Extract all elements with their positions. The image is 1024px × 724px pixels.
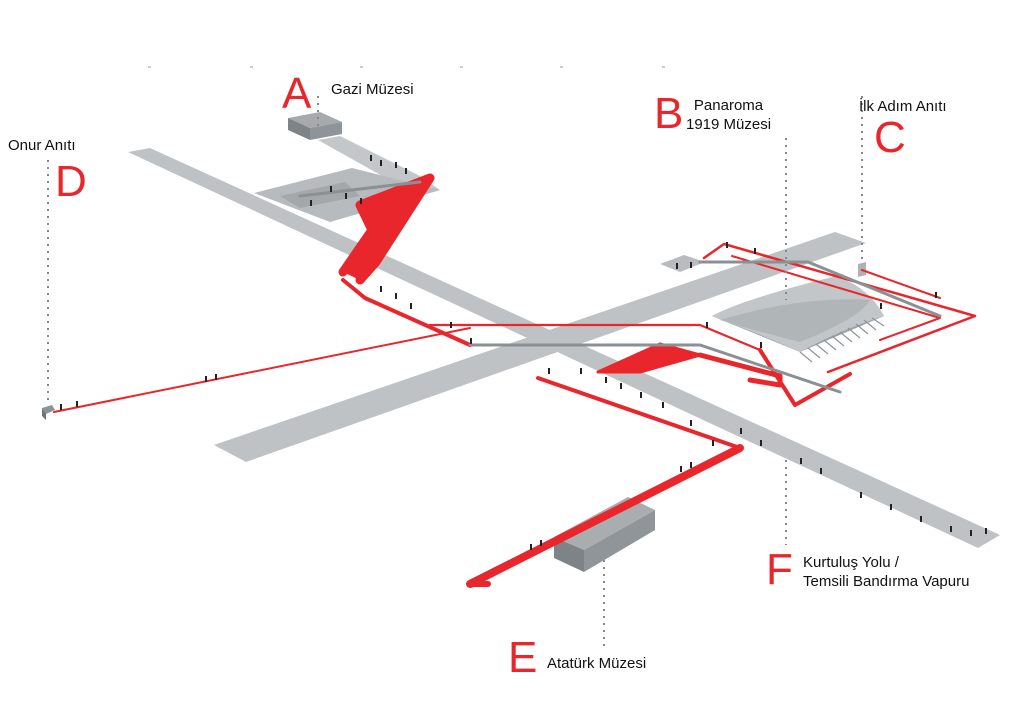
diagonal-walkway-sw-ne xyxy=(214,232,866,462)
route-gazi-down xyxy=(341,278,472,347)
onur-aniti-marker xyxy=(42,405,55,420)
leader-lines xyxy=(47,96,863,650)
walkway-platforms xyxy=(128,148,1000,548)
label-letter-d: D xyxy=(55,157,87,206)
panorama-dome-shade xyxy=(720,299,870,342)
label-letter-e: E xyxy=(508,633,538,682)
top-marks xyxy=(148,66,665,68)
label-letter-f: F xyxy=(766,545,793,594)
route-main-se xyxy=(536,376,742,450)
label-gazi-muzesi: Gazi Müzesi xyxy=(331,80,414,99)
secondary-paths xyxy=(298,180,942,394)
label-line: Gazi Müzesi xyxy=(331,81,414,98)
label-panorama-1919: Panaroma 1919 Müzesi xyxy=(686,96,771,134)
route-center-panorama xyxy=(428,323,762,352)
label-line: Kurtuluş Yolu / xyxy=(803,554,899,571)
panorama-ribs xyxy=(799,317,885,363)
label-kurtulus-yolu: Kurtuluş Yolu / Temsili Bandırma Vapuru xyxy=(803,553,969,591)
ataturk-building-front xyxy=(554,537,584,572)
label-letter-b: B xyxy=(654,89,684,138)
label-line: Onur Anıtı xyxy=(8,137,76,154)
gazi-approach-ramp xyxy=(318,136,440,196)
gazi-building-front xyxy=(288,118,310,140)
panorama-museum xyxy=(712,276,885,363)
gazi-building-top xyxy=(288,112,342,128)
visitor-routes xyxy=(53,173,977,588)
label-line: İlk Adım Anıtı xyxy=(859,98,947,115)
label-letter-a: A xyxy=(282,69,312,118)
route-ilk-adim xyxy=(861,269,941,299)
panorama-left-pad xyxy=(660,255,705,272)
label-line: Panaroma xyxy=(693,97,764,114)
label-onur-aniti: Onur Anıtı xyxy=(8,136,76,155)
ataturk-building-top xyxy=(554,497,655,550)
ataturk-muzesi-building xyxy=(554,497,655,572)
route-east-diagonal xyxy=(758,348,852,407)
route-to-ataturk xyxy=(466,444,744,588)
ataturk-building-side xyxy=(584,510,655,572)
label-ataturk-muzesi: Atatürk Müzesi xyxy=(547,654,646,673)
gazi-building-side xyxy=(310,122,342,140)
route-gazi-zigzag xyxy=(338,173,435,285)
label-letter-c: C xyxy=(874,113,906,162)
label-line: Atatürk Müzesi xyxy=(547,655,647,672)
route-panorama-inner xyxy=(731,255,941,341)
label-ilk-adim-aniti: İlk Adım Anıtı xyxy=(859,97,947,116)
label-line: 1919 Müzesi xyxy=(686,116,772,133)
people-figures xyxy=(60,155,987,550)
route-wedge xyxy=(596,342,702,374)
label-line: Temsili Bandırma Vapuru xyxy=(803,573,970,590)
route-onur xyxy=(53,327,471,413)
